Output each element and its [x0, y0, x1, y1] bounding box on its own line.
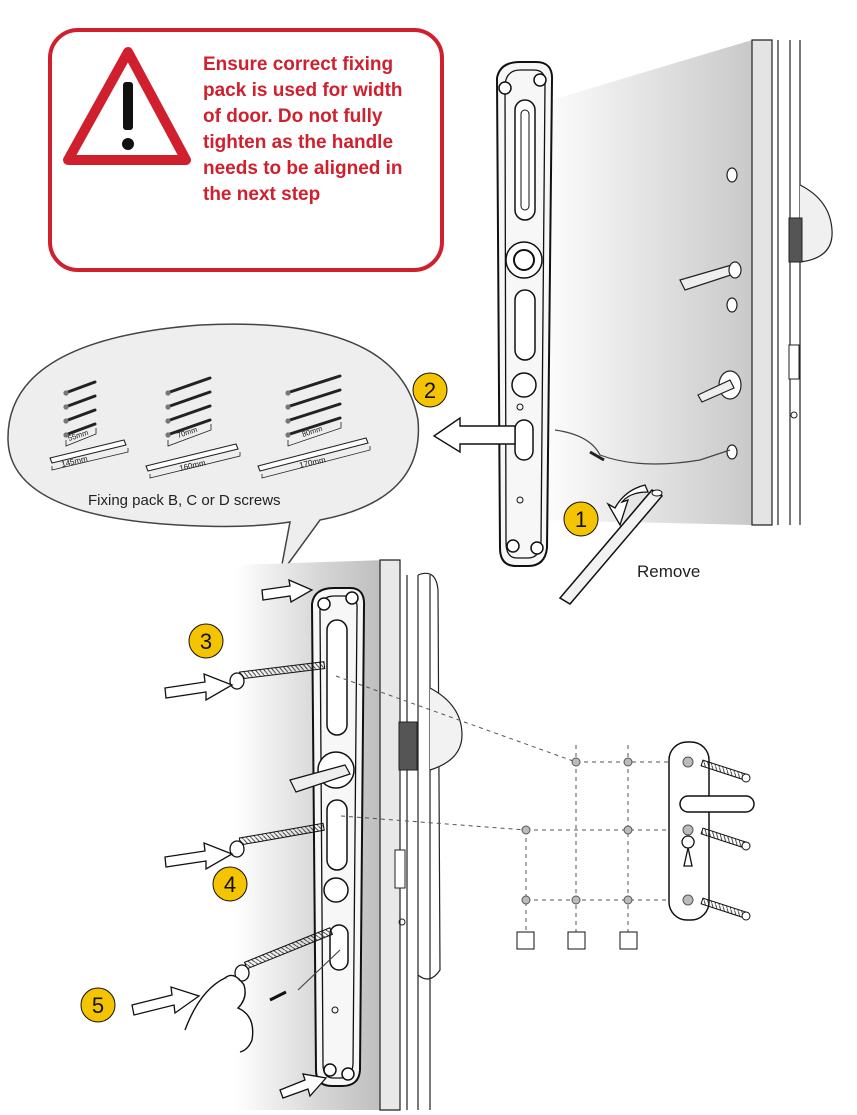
arrow-right-icon: [131, 578, 328, 1099]
lower-backplate: [269, 587, 366, 1087]
removal-rod: [558, 489, 664, 605]
warning-line-6: the next step: [203, 184, 320, 205]
handle-backplate-front: [668, 741, 755, 921]
step-number: 4: [224, 872, 236, 897]
warning-callout: Ensure correct fixing pack is used for w…: [48, 28, 444, 272]
screw-5: [234, 927, 334, 982]
alignment-dots: [521, 757, 633, 905]
step-number: 3: [200, 629, 212, 654]
hand-illustration: [184, 974, 254, 1053]
arrow-left-icon: [432, 416, 516, 454]
warning-triangle-icon: [63, 47, 191, 165]
step-number: 2: [424, 378, 436, 403]
warning-line-5: needs to be aligned in: [203, 158, 403, 179]
warning-line-4: tighten as the handle: [203, 132, 393, 153]
step-badge-2: 2: [412, 372, 448, 408]
alignment-squares: [516, 931, 638, 950]
handle-screws: [700, 759, 751, 921]
warning-line-3: of door. Do not fully: [203, 106, 383, 127]
step-badge-1: 1: [563, 501, 599, 537]
fixing-pack-c: 70mm 160mm: [145, 376, 241, 479]
fixing-pack-bubble: 55mm 145mm 70mm 160mm: [7, 323, 420, 576]
step-badge-4: 4: [212, 866, 248, 902]
upper-door: [535, 39, 833, 526]
step-number: 1: [575, 507, 587, 532]
screw-4: [229, 822, 325, 858]
curved-arrow-icon: [606, 484, 649, 527]
upper-backplate: [495, 61, 554, 567]
remove-label: Remove: [637, 562, 700, 581]
warning-line-2: pack is used for width: [203, 80, 403, 101]
step-number: 5: [92, 993, 104, 1018]
step-badge-5: 5: [80, 987, 116, 1023]
fixing-pack-d: 80mm 170mm: [257, 374, 371, 479]
svg-text:Ensure correct fixing pa: Ensure correct fixing pack is used for w…: [203, 54, 408, 205]
fixing-pack-caption: Fixing pack B, C or D screws: [88, 492, 281, 509]
warning-line-1: Ensure correct fixing: [203, 54, 393, 75]
screw-3: [229, 661, 326, 690]
step-badge-3: 3: [188, 623, 224, 659]
